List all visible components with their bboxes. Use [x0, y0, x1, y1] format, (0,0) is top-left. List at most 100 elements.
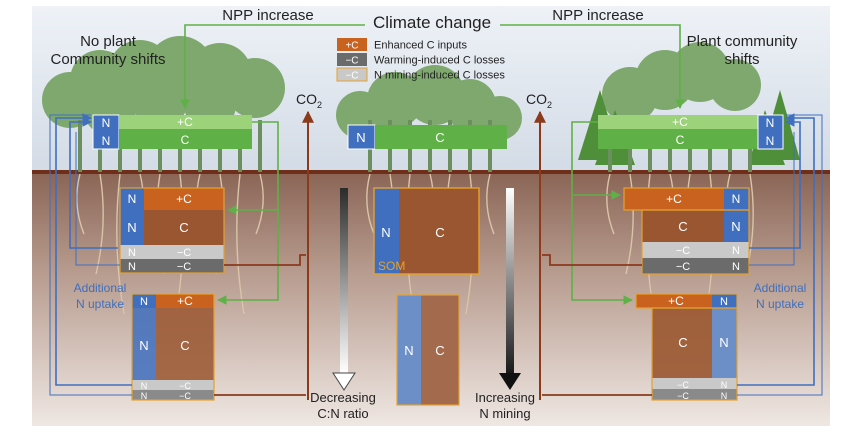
som-c-text: C [435, 225, 444, 240]
right-soil-block-lower [635, 293, 738, 401]
tree-root [236, 173, 245, 315]
tree-root [486, 173, 495, 235]
r2-plus-c: +C [668, 294, 684, 308]
co2-arrows [302, 110, 546, 400]
center-deep-block [396, 294, 460, 406]
right-heading-line1: Plant community [687, 33, 798, 50]
l2-n-warming: N [141, 391, 148, 401]
r2-minus-c-mining: −C [677, 380, 689, 390]
right-plant-n-block [757, 114, 784, 150]
tree-root [95, 173, 104, 275]
right-brown-arrows [542, 254, 652, 396]
decreasing-cn-arrow [332, 188, 356, 391]
r2-n-plus: N [720, 296, 728, 308]
left-brown-arrows [214, 254, 306, 396]
right-blue-arrows [737, 113, 823, 396]
r2-n-mining: N [721, 380, 728, 390]
l1-n-mining: N [128, 247, 136, 259]
center-plant-c-bar [375, 125, 507, 149]
l2-minus-c-warming: −C [179, 391, 191, 401]
l2-n-mining: N [141, 381, 148, 391]
right-plant-n-top: N [766, 116, 775, 130]
l1-c-main: C [179, 220, 188, 235]
right-soil-block-upper [623, 187, 750, 275]
right-plant-plus-c-bar [598, 115, 758, 129]
legend-swatch-text-1: −C [345, 56, 358, 67]
l2-minus-c-mining: −C [179, 381, 191, 391]
r1-n-main: N [731, 219, 740, 234]
decreasing-line2: C:N ratio [317, 406, 368, 421]
r1-n-warming: N [732, 261, 740, 273]
left-plant-n-top: N [102, 116, 111, 130]
r2-n-main: N [719, 335, 728, 350]
legend: +C Enhanced C inputs −C Warming-induced … [336, 38, 506, 82]
right-plant-c-text: C [676, 133, 685, 147]
l1-minus-c-mining: −C [177, 247, 191, 259]
left-blue-arrows [49, 113, 132, 396]
tree-root [76, 173, 85, 235]
l2-n-main: N [139, 338, 148, 353]
tree-root [625, 173, 634, 275]
l1-plus-c: +C [176, 192, 192, 206]
title-climate-change: Climate change [373, 13, 491, 32]
left-plant-n-bottom: N [102, 134, 111, 148]
r1-c-main: C [678, 219, 687, 234]
l1-minus-c-warming: −C [177, 261, 191, 273]
npp-arrows [180, 24, 685, 109]
legend-label-1: Warming-induced C losses [374, 55, 506, 67]
decreasing-line1: Decreasing [310, 390, 376, 405]
r2-c-main: C [678, 335, 687, 350]
legend-swatch-text-0: +C [345, 41, 358, 52]
som-label: SOM [378, 259, 405, 273]
l1-n-plus: N [128, 192, 137, 206]
npp-increase-left: NPP increase [222, 7, 313, 24]
co2-label-left: CO2 [296, 91, 322, 110]
left-plant-c-bar [119, 129, 252, 149]
left-heading-line2: Community shifts [50, 51, 165, 68]
legend-swatch-mining [336, 67, 368, 82]
right-additional-line2: N uptake [756, 297, 804, 311]
increasing-mining-arrow [499, 188, 521, 390]
center-plant-c-text: C [435, 130, 444, 145]
center-plant-n-text: N [356, 130, 365, 145]
legend-swatch-text-2: −C [345, 71, 358, 82]
left-plant-c-text: C [181, 133, 190, 147]
legend-swatch-enhanced [337, 38, 367, 51]
tree-root [366, 173, 375, 235]
left-green-arrows [217, 121, 279, 305]
r1-plus-c: +C [666, 192, 682, 206]
left-plant-n-block [92, 114, 120, 150]
increasing-line2: N mining [479, 406, 530, 421]
l1-n-main: N [127, 220, 136, 235]
deep-n-text: N [404, 343, 413, 358]
npp-increase-right: NPP increase [552, 7, 643, 24]
r1-n-mining: N [732, 245, 740, 257]
r2-n-warming: N [721, 391, 728, 401]
left-soil-block-upper [119, 187, 225, 274]
tree-root [606, 173, 615, 235]
left-additional-line1: Additional [74, 281, 127, 295]
right-green-arrows [571, 121, 633, 305]
tree-trunk [78, 120, 82, 172]
l1-n-warming: N [128, 261, 136, 273]
right-additional-line1: Additional [754, 281, 807, 295]
legend-label-2: N mining-induced C losses [374, 70, 505, 82]
tree-trunk [258, 120, 262, 172]
right-plant-plus-c-text: +C [672, 115, 688, 129]
r1-n-plus: N [732, 192, 741, 206]
r1-minus-c-warming: −C [676, 261, 690, 273]
legend-label-0: Enhanced C inputs [374, 40, 467, 52]
deep-c-text: C [435, 343, 444, 358]
l2-plus-c: +C [177, 294, 193, 308]
tree-root [116, 173, 125, 315]
r2-minus-c-warming: −C [677, 391, 689, 401]
left-additional-line2: N uptake [76, 297, 124, 311]
som-n-text: N [381, 225, 390, 240]
r1-minus-c-mining: −C [676, 245, 690, 257]
right-heading-line2: shifts [724, 51, 759, 68]
co2-label-right: CO2 [526, 91, 552, 110]
right-plant-c-bar [598, 129, 758, 149]
l2-c-main: C [180, 338, 189, 353]
